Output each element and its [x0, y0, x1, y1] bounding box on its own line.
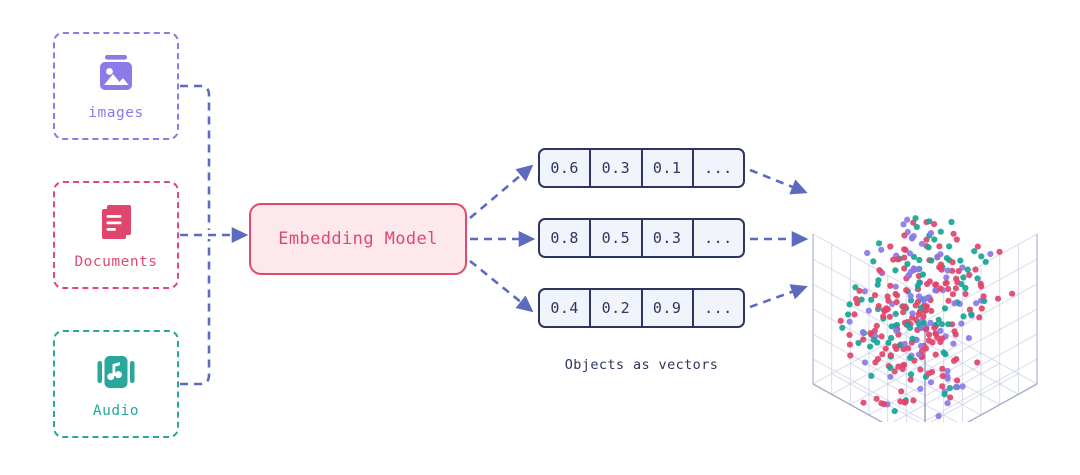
wire-model-to-vector-0 — [469, 164, 534, 219]
vector-cell: 0.8 — [540, 220, 592, 256]
image-icon — [93, 52, 139, 96]
source-label-images: images — [88, 104, 144, 121]
vector-cell: ... — [704, 159, 733, 177]
vector-cell: ... — [704, 299, 733, 317]
vector-row: 0.8 0.5 0.3 ... — [538, 218, 745, 258]
source-card-documents[interactable]: Documents — [53, 181, 179, 289]
vector-cell: 0.3 — [643, 220, 694, 256]
vector-space-3d-scatter — [812, 215, 1038, 422]
source-label-audio: Audio — [92, 402, 140, 419]
vector-cell: 0.3 — [591, 150, 643, 186]
source-label-documents: Documents — [74, 253, 158, 270]
documents-icon — [93, 201, 139, 245]
embedding-model-node[interactable]: Embedding Model — [249, 203, 467, 275]
vector-row: 0.6 0.3 0.1 ... — [538, 148, 745, 188]
vector-cell: 0.6 — [540, 150, 592, 186]
scatter-points — [837, 215, 1016, 420]
audio-icon — [93, 350, 139, 394]
vector-cell: 0.4 — [540, 290, 592, 326]
vector-cell: 0.1 — [643, 150, 694, 186]
wire-audio-to-trunk — [180, 239, 211, 386]
vector-cell: 0.5 — [591, 220, 643, 256]
source-card-audio[interactable]: Audio — [53, 330, 179, 438]
vectors-caption: Objects as vectors — [564, 357, 719, 373]
embedding-model-label: Embedding Model — [278, 229, 438, 249]
vector-row: 0.4 0.2 0.9 ... — [538, 288, 745, 328]
vector-cell: 0.2 — [591, 290, 643, 326]
source-card-images[interactable]: images — [53, 32, 179, 140]
vector-cell: 0.9 — [643, 290, 694, 326]
vector-cell: ... — [704, 229, 733, 247]
wire-model-to-vector-2 — [469, 259, 534, 313]
wire-images-to-trunk — [180, 84, 211, 230]
